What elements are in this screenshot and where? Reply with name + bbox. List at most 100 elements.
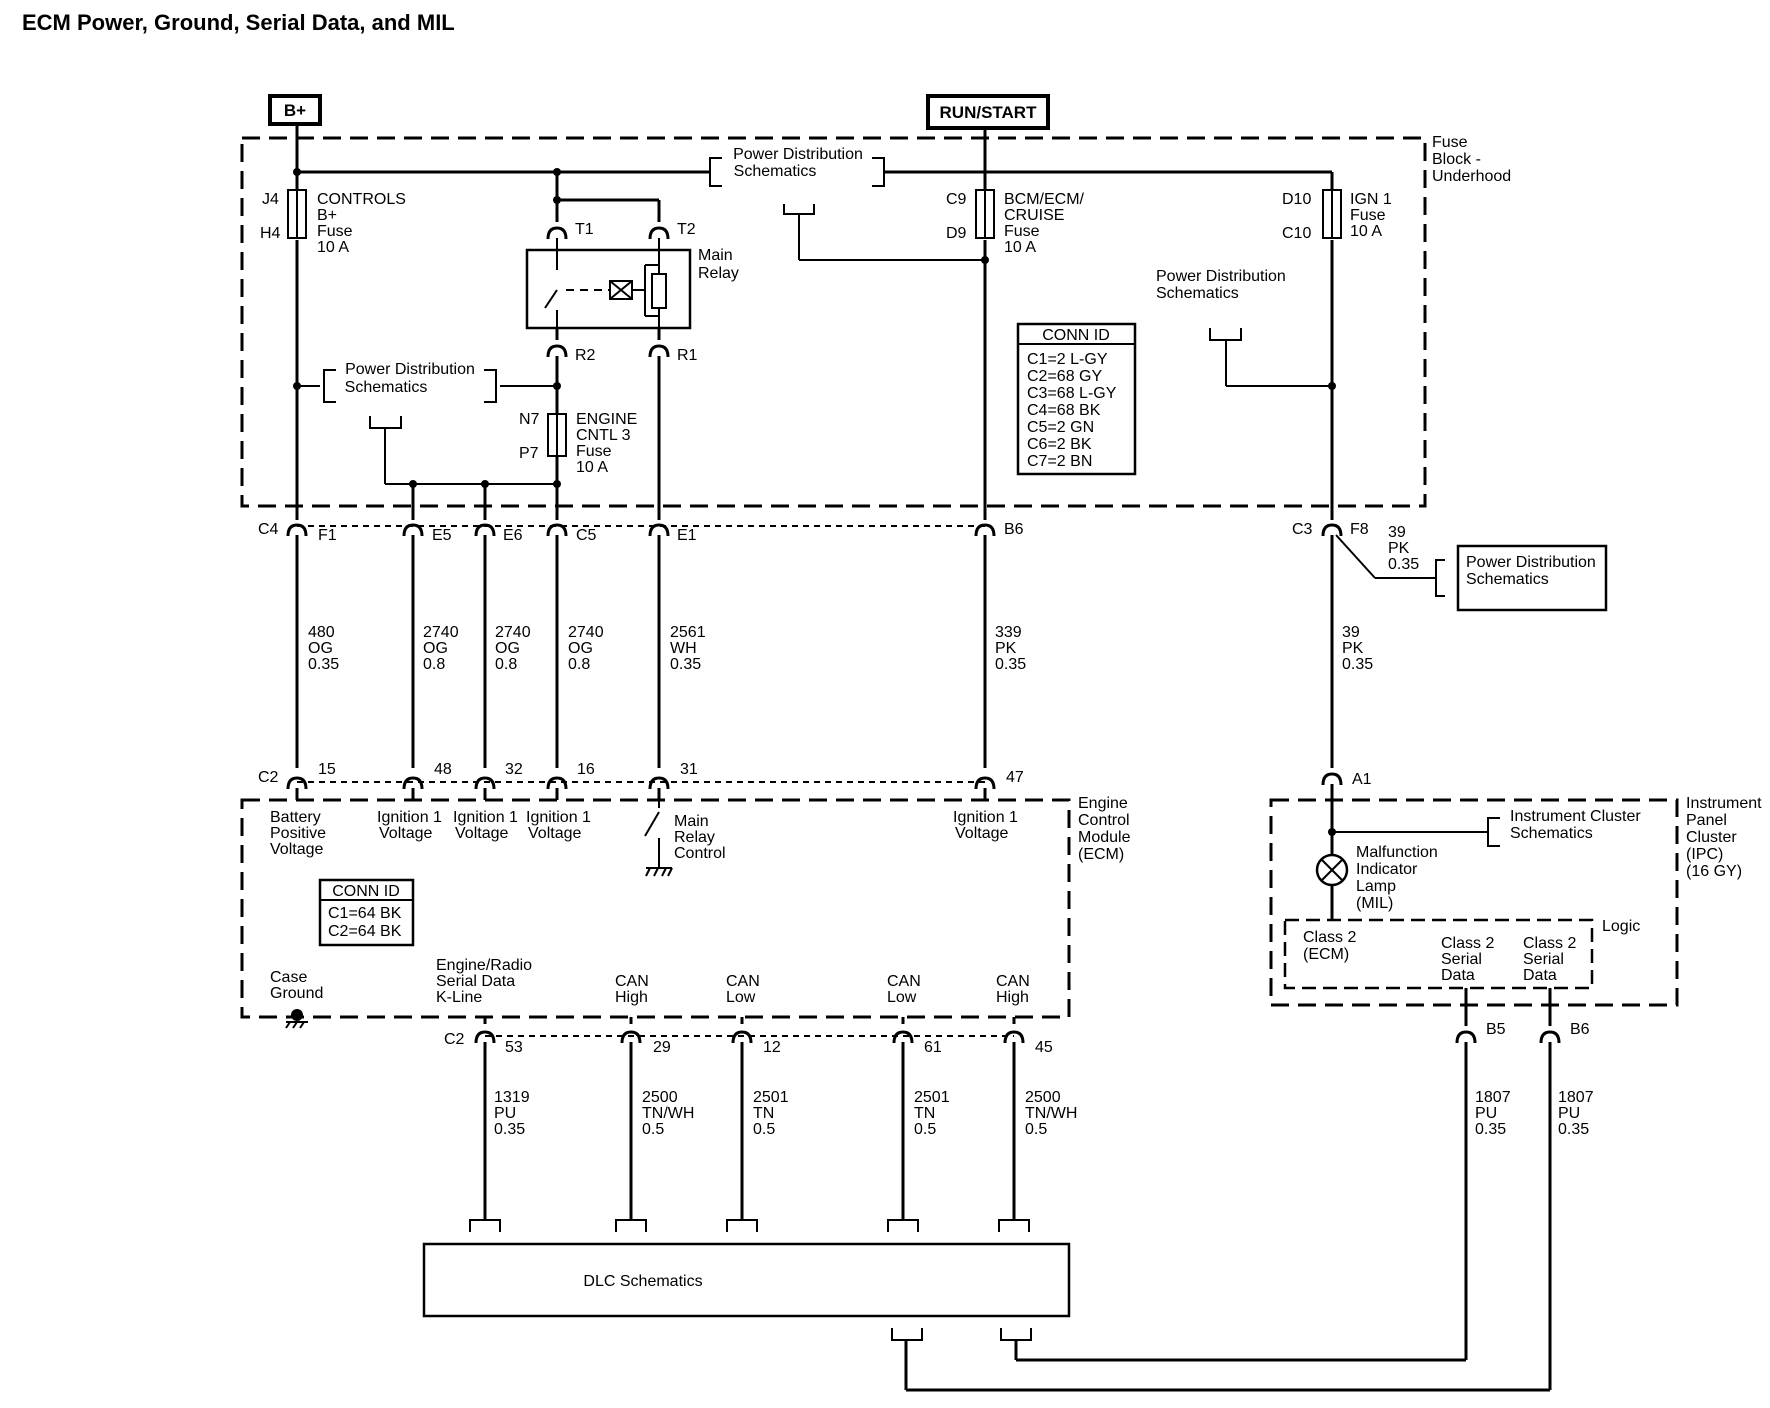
run-start-label: RUN/START	[940, 103, 1038, 122]
svg-text:39: 39	[1388, 524, 1406, 541]
svg-text:0.5: 0.5	[914, 1121, 936, 1138]
svg-text:0.5: 0.5	[642, 1121, 664, 1138]
svg-text:480: 480	[308, 624, 335, 641]
svg-text:IGN 1: IGN 1	[1350, 191, 1392, 208]
svg-text:0.35: 0.35	[1475, 1121, 1506, 1138]
svg-text:TN/WH: TN/WH	[642, 1105, 694, 1122]
svg-text:C5=2 GN: C5=2 GN	[1027, 419, 1094, 436]
svg-text:Voltage: Voltage	[528, 825, 581, 842]
svg-text:OG: OG	[423, 640, 448, 657]
svg-text:TN: TN	[914, 1105, 935, 1122]
svg-text:J4: J4	[262, 191, 279, 208]
svg-text:Fuse: Fuse	[317, 223, 353, 240]
svg-text:0.35: 0.35	[494, 1121, 525, 1138]
svg-text:Low: Low	[726, 989, 756, 1006]
svg-text:C2: C2	[444, 1031, 465, 1048]
bplus-label: B+	[284, 101, 306, 120]
svg-text:OG: OG	[308, 640, 333, 657]
svg-text:CRUISE: CRUISE	[1004, 207, 1064, 224]
svg-text:Schematics: Schematics	[1156, 285, 1239, 302]
svg-text:15: 15	[318, 761, 336, 778]
svg-text:0.5: 0.5	[753, 1121, 775, 1138]
svg-text:PK: PK	[1342, 640, 1364, 657]
svg-text:T2: T2	[677, 221, 696, 238]
svg-text:CAN: CAN	[887, 973, 921, 990]
svg-text:E6: E6	[503, 527, 523, 544]
run-start-source: RUN/START	[926, 94, 1050, 130]
svg-text:(ECM): (ECM)	[1303, 946, 1349, 963]
svg-text:E5: E5	[432, 527, 452, 544]
svg-text:2561: 2561	[670, 624, 706, 641]
svg-text:C4=68 BK: C4=68 BK	[1027, 402, 1101, 419]
pds-left-reference: Power Distribution Schematics	[293, 361, 557, 485]
svg-text:C1=64 BK: C1=64 BK	[328, 905, 402, 922]
svg-text:C3=68 L-GY: C3=68 L-GY	[1027, 385, 1117, 402]
svg-text:Logic: Logic	[1602, 918, 1640, 935]
svg-text:C2: C2	[258, 769, 279, 786]
svg-text:39: 39	[1342, 624, 1360, 641]
svg-text:C4: C4	[258, 521, 279, 538]
svg-text:Engine/Radio: Engine/Radio	[436, 957, 532, 974]
svg-text:C6=2 BK: C6=2 BK	[1027, 436, 1092, 453]
svg-text:2740: 2740	[568, 624, 604, 641]
svg-text:Battery: Battery	[270, 809, 321, 826]
svg-text:C9: C9	[946, 191, 967, 208]
main-relay: T1 T2 Main Relay R2 R1	[525, 221, 739, 364]
case-ground-icon	[285, 1009, 308, 1029]
svg-text:Schematics: Schematics	[345, 379, 428, 396]
svg-text:45: 45	[1035, 1039, 1053, 1056]
svg-text:2501: 2501	[753, 1089, 789, 1106]
svg-text:0.5: 0.5	[1025, 1121, 1047, 1138]
ground-symbol	[645, 867, 673, 877]
svg-text:0.35: 0.35	[1342, 656, 1373, 673]
svg-text:31: 31	[680, 761, 698, 778]
svg-text:B5: B5	[1486, 1021, 1506, 1038]
svg-text:Main: Main	[674, 813, 709, 830]
svg-text:C3: C3	[1292, 521, 1313, 538]
bplus-source: B+	[268, 94, 322, 126]
svg-text:D10: D10	[1282, 191, 1311, 208]
svg-text:0.35: 0.35	[995, 656, 1026, 673]
svg-text:PU: PU	[1558, 1105, 1580, 1122]
svg-text:32: 32	[505, 761, 523, 778]
svg-text:0.35: 0.35	[308, 656, 339, 673]
fuse-ign1: D10 C10 IGN 1 Fuse 10 A	[1282, 189, 1392, 242]
fuse-block-label: Fuse Block - Underhood	[1432, 134, 1511, 185]
svg-text:CONTROLS: CONTROLS	[317, 191, 406, 208]
svg-text:PU: PU	[1475, 1105, 1497, 1122]
fuse-bcm-ecm-cruise: C9 D9 BCM/ECM/ CRUISE Fuse 10 A	[946, 189, 1085, 256]
svg-text:Fuse: Fuse	[576, 443, 612, 460]
svg-text:CONN ID: CONN ID	[1042, 327, 1110, 344]
dlc-connectors-top	[469, 1219, 1030, 1232]
svg-text:2500: 2500	[642, 1089, 678, 1106]
svg-text:WH: WH	[670, 640, 697, 657]
svg-text:Relay: Relay	[698, 265, 739, 282]
pds-right-reference: Power Distribution Schematics	[1156, 268, 1336, 390]
svg-text:1807: 1807	[1475, 1089, 1511, 1106]
svg-text:C5: C5	[576, 527, 597, 544]
svg-text:Schematics: Schematics	[1466, 571, 1549, 588]
svg-text:Class 2: Class 2	[1303, 929, 1356, 946]
svg-text:TN/WH: TN/WH	[1025, 1105, 1077, 1122]
svg-text:Lamp: Lamp	[1356, 878, 1396, 895]
svg-text:C7=2 BN: C7=2 BN	[1027, 453, 1092, 470]
mil-lamp-icon	[1315, 853, 1349, 887]
svg-text:29: 29	[653, 1039, 671, 1056]
svg-text:TN: TN	[753, 1105, 774, 1122]
svg-text:Low: Low	[887, 989, 917, 1006]
ipc-label: Instrument Panel Cluster (IPC) (16 GY)	[1686, 795, 1766, 880]
svg-text:Power Distribution: Power Distribution	[345, 361, 475, 378]
svg-text:BCM/ECM/: BCM/ECM/	[1004, 191, 1085, 208]
svg-text:PK: PK	[995, 640, 1017, 657]
svg-text:A1: A1	[1352, 771, 1372, 788]
fuse-block-boundary	[240, 136, 1427, 508]
ecm-conn-id: CONN ID C1=64 BK C2=64 BK	[318, 878, 415, 947]
svg-text:Voltage: Voltage	[455, 825, 508, 842]
svg-text:Fuse: Fuse	[1350, 207, 1386, 224]
svg-text:DLC Schematics: DLC Schematics	[583, 1273, 702, 1290]
svg-text:0.8: 0.8	[423, 656, 445, 673]
svg-text:OG: OG	[495, 640, 520, 657]
svg-text:Ignition 1: Ignition 1	[526, 809, 591, 826]
pds-top-reference: Power Distribution Schematics	[709, 146, 885, 187]
